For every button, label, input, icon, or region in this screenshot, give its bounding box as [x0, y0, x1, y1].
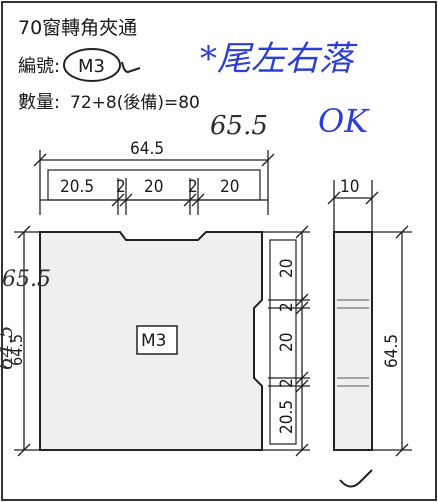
part-title: 70窗轉角夾通: [18, 17, 137, 39]
side-view-hatch: [337, 299, 369, 387]
code-label: 編號:: [18, 56, 60, 77]
dim-side-height: 64.5: [382, 334, 402, 368]
dim-right-seg-4: 2: [277, 378, 297, 388]
dim-right-seg-3: 20: [277, 333, 297, 352]
bottom-check-mark: [339, 469, 373, 488]
dim-top-seg-5: 20: [220, 177, 239, 197]
left-dimension: [14, 225, 40, 457]
code-circle-mark: [63, 48, 121, 82]
handwritten-note: *尾左右落: [200, 39, 358, 79]
dim-top-seg-2: 2: [116, 177, 126, 197]
side-dimension: [327, 180, 412, 457]
panel-label: M3: [141, 331, 166, 351]
dim-left-height: 64.5: [7, 334, 26, 366]
dim-top-seg-1: 20.5: [60, 177, 94, 197]
top-seg-frame: [47, 169, 261, 201]
measured-left: 65.5: [2, 267, 51, 292]
right-dimension-chain: [262, 225, 310, 457]
code-value: M3: [78, 56, 105, 77]
measured-value: 65.5: [210, 111, 268, 141]
dim-top-seg-3: 20: [144, 177, 163, 197]
dim-right-seg-5: 20.5: [277, 400, 297, 434]
side-view-panel: [333, 231, 373, 451]
dim-top-total: 64.5: [130, 139, 164, 159]
right-seg-frame: [269, 239, 297, 445]
qty-value: 72+8(後備)=80: [70, 93, 200, 113]
measured-left-2: 64.5: [0, 325, 17, 370]
qty-label: 數量:: [18, 92, 60, 113]
check-mark: [121, 61, 141, 74]
dim-right-seg-2: 2: [277, 302, 297, 312]
panel-label-box: [136, 325, 178, 355]
dim-right-seg-1: 20: [277, 259, 297, 278]
approval-mark: OK: [318, 102, 370, 140]
dim-top-seg-4: 2: [188, 177, 198, 197]
dim-side-width: 10: [340, 177, 359, 197]
